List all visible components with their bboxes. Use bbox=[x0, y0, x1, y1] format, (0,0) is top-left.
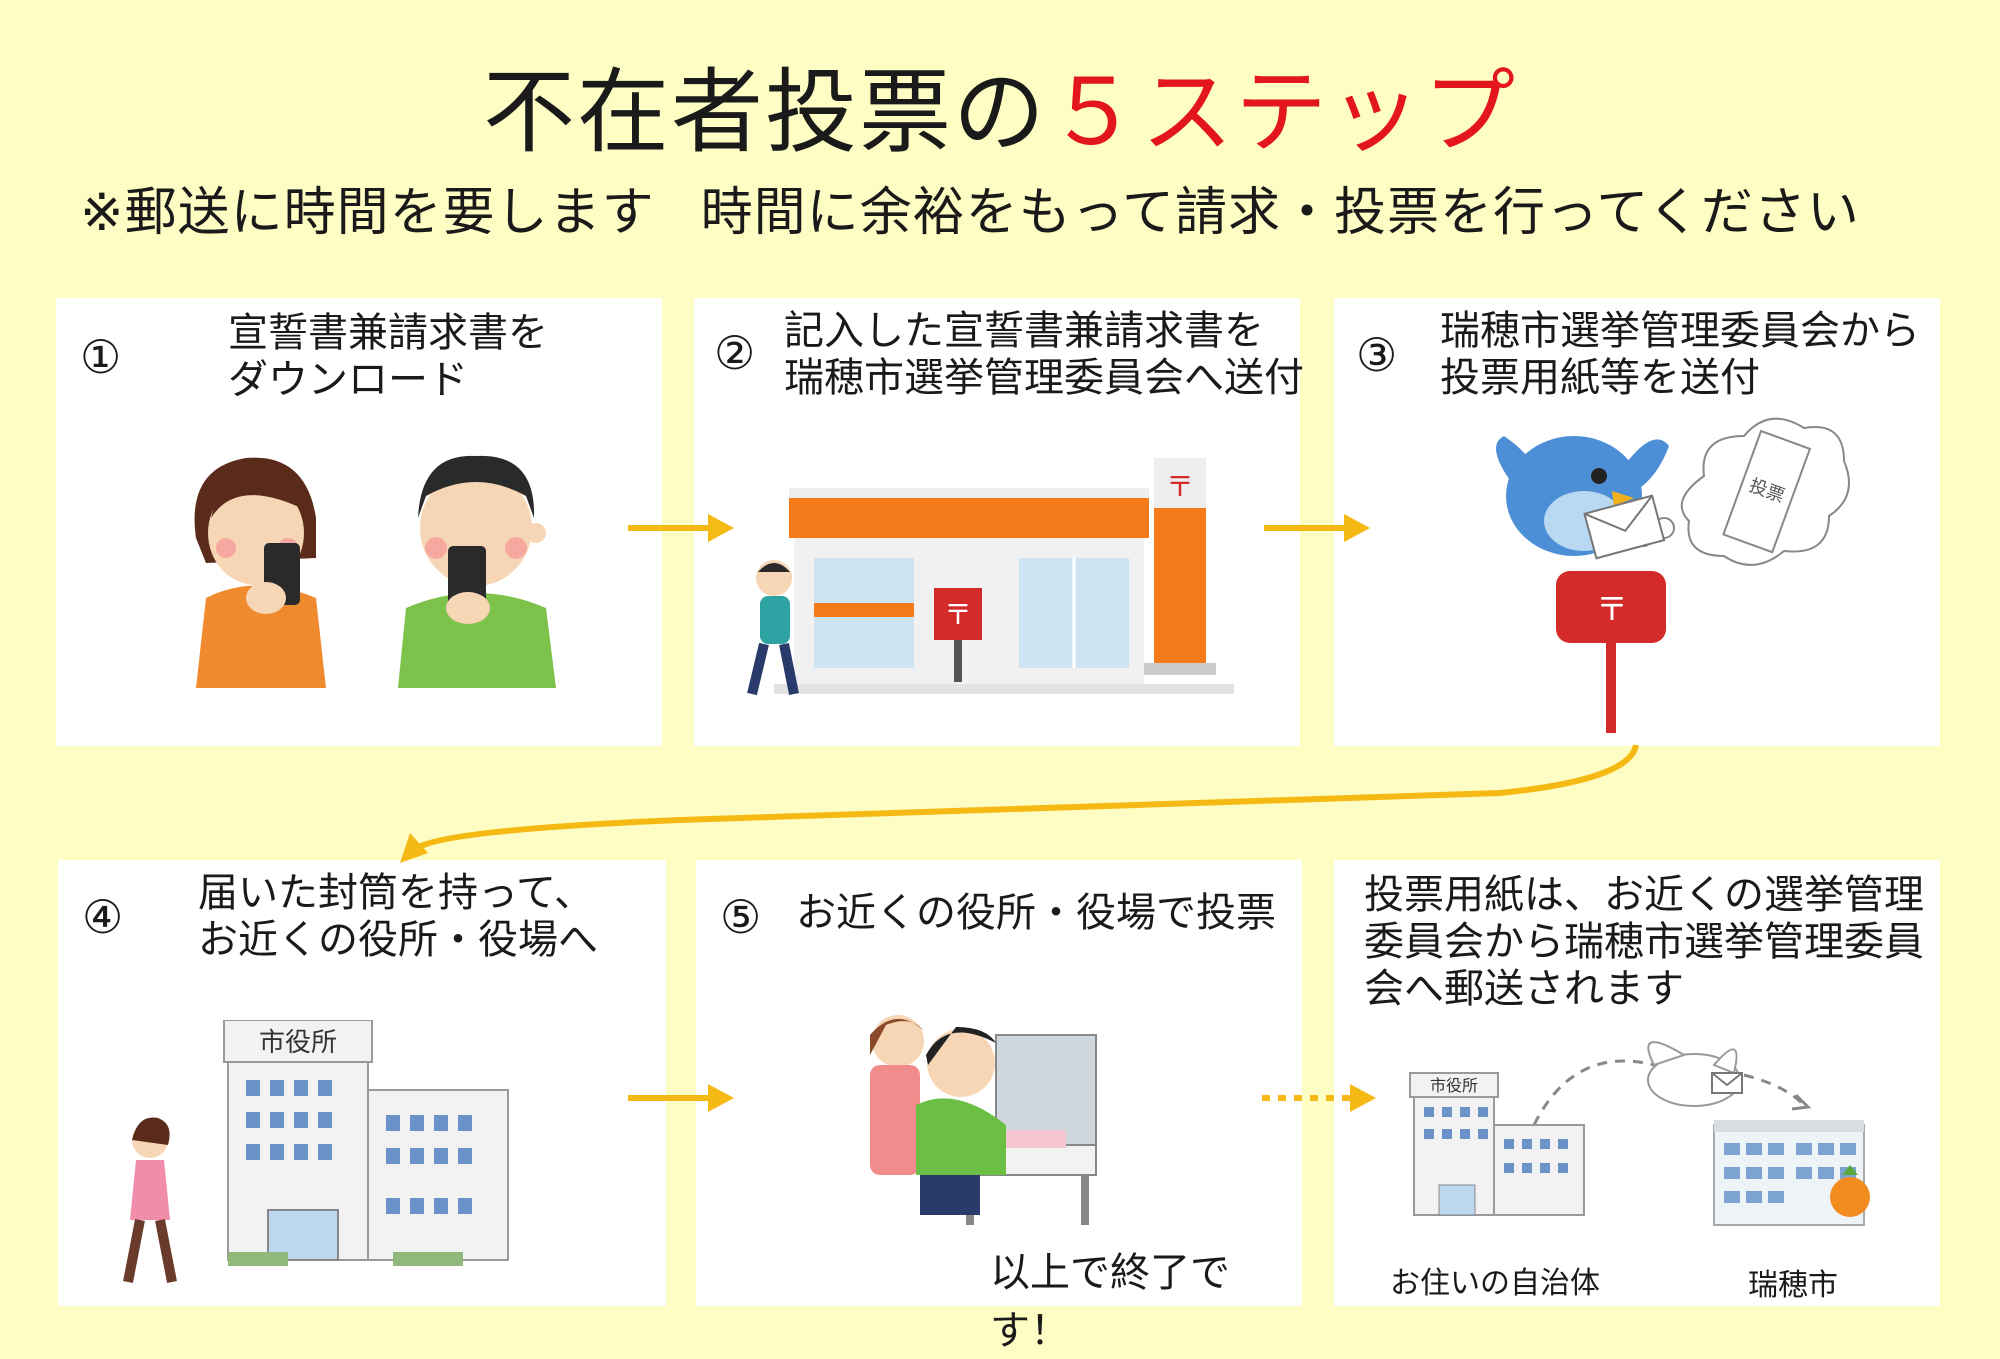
step-5-line-1: お近くの役所・役場で投票 bbox=[796, 890, 1276, 936]
to-label: 瑞穂市 bbox=[1748, 1268, 1838, 1303]
from-label: お住いの自治体 bbox=[1390, 1266, 1600, 1301]
note-line-1: 投票用紙は、お近くの選挙管理 bbox=[1364, 872, 1924, 918]
arrow-1-to-2 bbox=[628, 514, 734, 542]
city-hall-sign: 市役所 bbox=[259, 1028, 337, 1058]
voting-booth-illustration bbox=[870, 1015, 1097, 1225]
arrow-2-to-3 bbox=[1264, 514, 1370, 542]
mail-route-illustration: 市役所 bbox=[1409, 1041, 1870, 1226]
title-accent: ５ステップ bbox=[1047, 59, 1518, 166]
page-title: 不在者投票の５ステップ bbox=[0, 38, 2000, 171]
step-3-number: ③ bbox=[1356, 328, 1398, 382]
step-3-panel: ③ 瑞穂市選挙管理委員会から 投票用紙等を送付 投票 〒 bbox=[1334, 298, 1940, 746]
step-2-number: ② bbox=[714, 326, 756, 380]
step-3-text: 瑞穂市選挙管理委員会から 投票用紙等を送付 bbox=[1440, 308, 1920, 402]
subtitle-part1: ※郵送に時間を要します bbox=[80, 183, 655, 243]
bird-mail-illustration: 投票 〒 bbox=[1496, 417, 1850, 733]
smartphone-users-illustration bbox=[194, 455, 556, 688]
svg-text:〒: 〒 bbox=[1596, 590, 1628, 628]
arrow-5-to-note-dotted bbox=[1262, 1084, 1376, 1112]
step-4-number: ④ bbox=[82, 890, 124, 944]
step-2-text: 記入した宣誓書兼請求書を 瑞穂市選挙管理委員会へ送付 bbox=[784, 308, 1304, 402]
title-main: 不在者投票の bbox=[482, 59, 1047, 166]
svg-text:〒: 〒 bbox=[944, 598, 972, 631]
step-5-text: お近くの役所・役場で投票 bbox=[796, 890, 1276, 937]
step-4-line-1: 届いた封筒を持って、 bbox=[198, 870, 594, 916]
subtitle: ※郵送に時間を要します時間に余裕をもって請求・投票を行ってください bbox=[80, 170, 1860, 245]
step-3-line-2: 投票用紙等を送付 bbox=[1440, 355, 1760, 401]
note-city-hall-sign: 市役所 bbox=[1430, 1076, 1478, 1095]
svg-text:〒: 〒 bbox=[1166, 470, 1194, 503]
woman-figure bbox=[194, 457, 326, 688]
note-panel: 投票用紙は、お近くの選挙管理 委員会から瑞穂市選挙管理委員 会へ郵送されます 市… bbox=[1334, 860, 1940, 1306]
step-5-number: ⑤ bbox=[720, 890, 762, 944]
arrow-4-to-5 bbox=[628, 1084, 734, 1112]
note-text: 投票用紙は、お近くの選挙管理 委員会から瑞穂市選挙管理委員 会へ郵送されます bbox=[1364, 872, 1924, 1013]
arrow-3-to-4 bbox=[400, 744, 1639, 863]
end-text: 以上で終了です！ bbox=[990, 1250, 1230, 1354]
note-line-3: 会へ郵送されます bbox=[1364, 966, 1684, 1012]
step-1-line-2: ダウンロード bbox=[228, 357, 468, 403]
step-2-line-2: 瑞穂市選挙管理委員会へ送付 bbox=[784, 355, 1304, 401]
step-4-panel: ④ 届いた封筒を持って、 お近くの役所・役場へ 市役所 bbox=[58, 860, 666, 1306]
step-2-line-1: 記入した宣誓書兼請求書を bbox=[784, 308, 1264, 354]
step-3-line-1: 瑞穂市選挙管理委員会から bbox=[1440, 308, 1920, 354]
man-figure bbox=[398, 455, 556, 688]
step-1-line-1: 宣誓書兼請求書を bbox=[228, 310, 548, 356]
step-5-panel: ⑤ お近くの役所・役場で投票 以上で終了です！ bbox=[696, 860, 1302, 1354]
step-1-panel: ① 宣誓書兼請求書を ダウンロード bbox=[56, 298, 662, 746]
subtitle-part2: 時間に余裕をもって請求・投票を行ってください bbox=[700, 183, 1860, 243]
step-4-line-2: お近くの役所・役場へ bbox=[198, 917, 598, 963]
city-hall-illustration: 市役所 bbox=[123, 1020, 509, 1283]
post-office-illustration: 〒 〒 bbox=[747, 458, 1234, 696]
step-2-panel: ② 記入した宣誓書兼請求書を 瑞穂市選挙管理委員会へ送付 〒 〒 bbox=[694, 298, 1304, 746]
step-1-number: ① bbox=[80, 330, 122, 384]
step-1-text: 宣誓書兼請求書を ダウンロード bbox=[228, 310, 548, 404]
step-4-text: 届いた封筒を持って、 お近くの役所・役場へ bbox=[198, 870, 598, 964]
note-line-2: 委員会から瑞穂市選挙管理委員 bbox=[1364, 919, 1924, 965]
